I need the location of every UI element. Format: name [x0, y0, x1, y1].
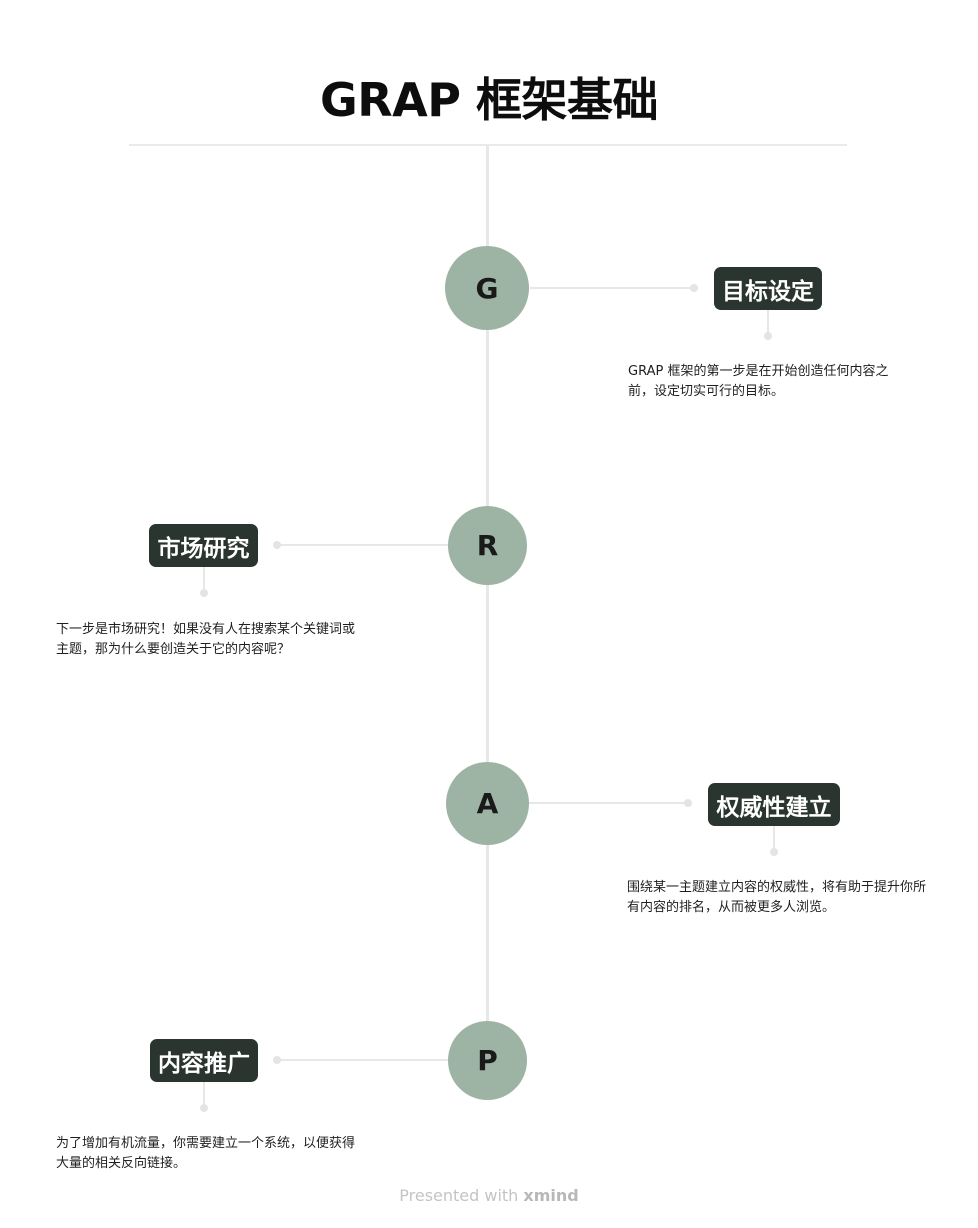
topic-authority-building[interactable]: 权威性建立 — [708, 783, 840, 826]
topic-dot-r — [200, 589, 208, 597]
topic-content-promotion[interactable]: 内容推广 — [150, 1039, 258, 1082]
node-p[interactable]: P — [448, 1021, 527, 1100]
connector-p — [278, 1059, 450, 1061]
topic-goal-setting[interactable]: 目标设定 — [714, 267, 822, 310]
footer-attribution: Presented with xmind — [0, 1186, 978, 1205]
node-r[interactable]: R — [448, 506, 527, 585]
connector-dot-a — [684, 799, 692, 807]
timeline-spine — [486, 146, 489, 1060]
node-g[interactable]: G — [445, 246, 529, 330]
topic-stem-g — [767, 310, 769, 335]
node-a[interactable]: A — [446, 762, 529, 845]
topic-dot-p — [200, 1104, 208, 1112]
page-title: GRAP 框架基础 — [319, 73, 659, 127]
description-content-promotion: 为了增加有机流量，你需要建立一个系统，以便获得大量的相关反向链接。 — [56, 1136, 356, 1171]
connector-a — [528, 802, 688, 804]
description-goal-setting: GRAP 框架的第一步是在开始创造任何内容之前，设定切实可行的目标。 — [628, 364, 889, 399]
connector-dot-r — [273, 541, 281, 549]
connector-g — [530, 287, 694, 289]
connector-dot-p — [273, 1056, 281, 1064]
description-market-research: 下一步是市场研究！如果没有人在搜索某个关键词或主题，那为什么要创造关于它的内容呢… — [56, 622, 356, 657]
topic-stem-p — [203, 1082, 205, 1107]
connector-dot-g — [690, 284, 698, 292]
topic-stem-a — [773, 826, 775, 851]
footer-prefix: Presented with — [399, 1186, 519, 1205]
topic-dot-g — [764, 332, 772, 340]
topic-stem-r — [203, 567, 205, 592]
topic-dot-a — [770, 848, 778, 856]
topic-market-research[interactable]: 市场研究 — [149, 524, 258, 567]
footer-brand: xmind — [523, 1186, 579, 1205]
description-authority-building: 围绕某一主题建立内容的权威性，将有助于提升你所有内容的排名，从而被更多人浏览。 — [627, 880, 927, 915]
connector-r — [278, 544, 450, 546]
title-divider — [129, 144, 847, 146]
